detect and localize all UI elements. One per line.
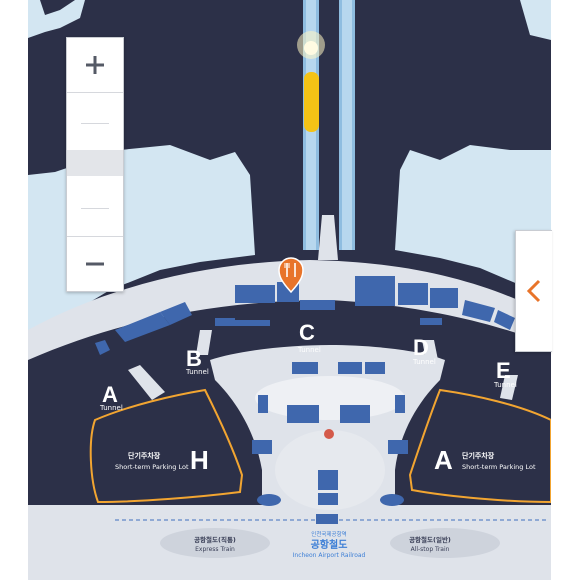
parking-label-en: Short-term Parking Lot <box>462 463 536 471</box>
station-label-en: Incheon Airport Railroad <box>293 552 366 559</box>
train-label-ko: 공항철도(일반) <box>409 535 451 544</box>
gate-tunnel-label: Tunnel <box>493 381 517 389</box>
parking-label-ko: 단기주차장 <box>462 451 495 460</box>
train-label-ko: 공항철도(직통) <box>194 535 236 544</box>
plus-icon <box>86 56 104 74</box>
parking-lot-h <box>89 388 244 504</box>
zoom-in-button[interactable] <box>67 38 123 93</box>
parking-letter-a: A <box>434 445 453 475</box>
zoom-control <box>66 37 124 292</box>
train-label-en: Express Train <box>195 546 235 553</box>
zoom-level-tick <box>81 208 109 209</box>
shuttle-train <box>304 72 319 132</box>
gate-letter-a: A <box>102 382 118 407</box>
chevron-left-icon <box>526 279 541 303</box>
gate-letter-d: D <box>413 335 429 360</box>
parking-lot-a <box>408 388 551 504</box>
concourse-building <box>95 276 515 505</box>
airport-map[interactable]: A Tunnel B Tunnel C Tunnel D Tunnel E Tu… <box>28 0 551 580</box>
zoom-slider-track[interactable] <box>67 93 123 236</box>
panel-toggle-button[interactable] <box>515 230 552 352</box>
gate-tunnel-label: Tunnel <box>185 368 209 376</box>
restaurant-pin-icon[interactable] <box>278 257 304 294</box>
station-label-ko: 공항철도 <box>311 538 348 551</box>
gate-tunnel-label: Tunnel <box>99 404 123 412</box>
gate-letter-c: C <box>299 320 315 345</box>
gate-tunnel-label: Tunnel <box>412 358 436 366</box>
parking-label-en: Short-term Parking Lot <box>115 463 189 471</box>
parking-letter-h: H <box>190 445 209 475</box>
train-label-en: All-stop Train <box>411 546 450 553</box>
railway-station-building <box>316 514 338 524</box>
zoom-slider-thumb[interactable] <box>67 150 123 176</box>
zoom-out-button[interactable] <box>67 236 123 291</box>
station-label-ko-small: 인천국제공항역 <box>311 530 346 538</box>
tunnel-connector <box>128 330 518 400</box>
gate-letter-e: E <box>496 358 511 383</box>
gate-tunnel-label: Tunnel <box>297 346 321 354</box>
zoom-level-tick <box>81 123 109 124</box>
parking-label-ko: 단기주차장 <box>128 451 161 460</box>
gate-letter-b: B <box>186 346 202 371</box>
minus-icon <box>86 262 104 266</box>
